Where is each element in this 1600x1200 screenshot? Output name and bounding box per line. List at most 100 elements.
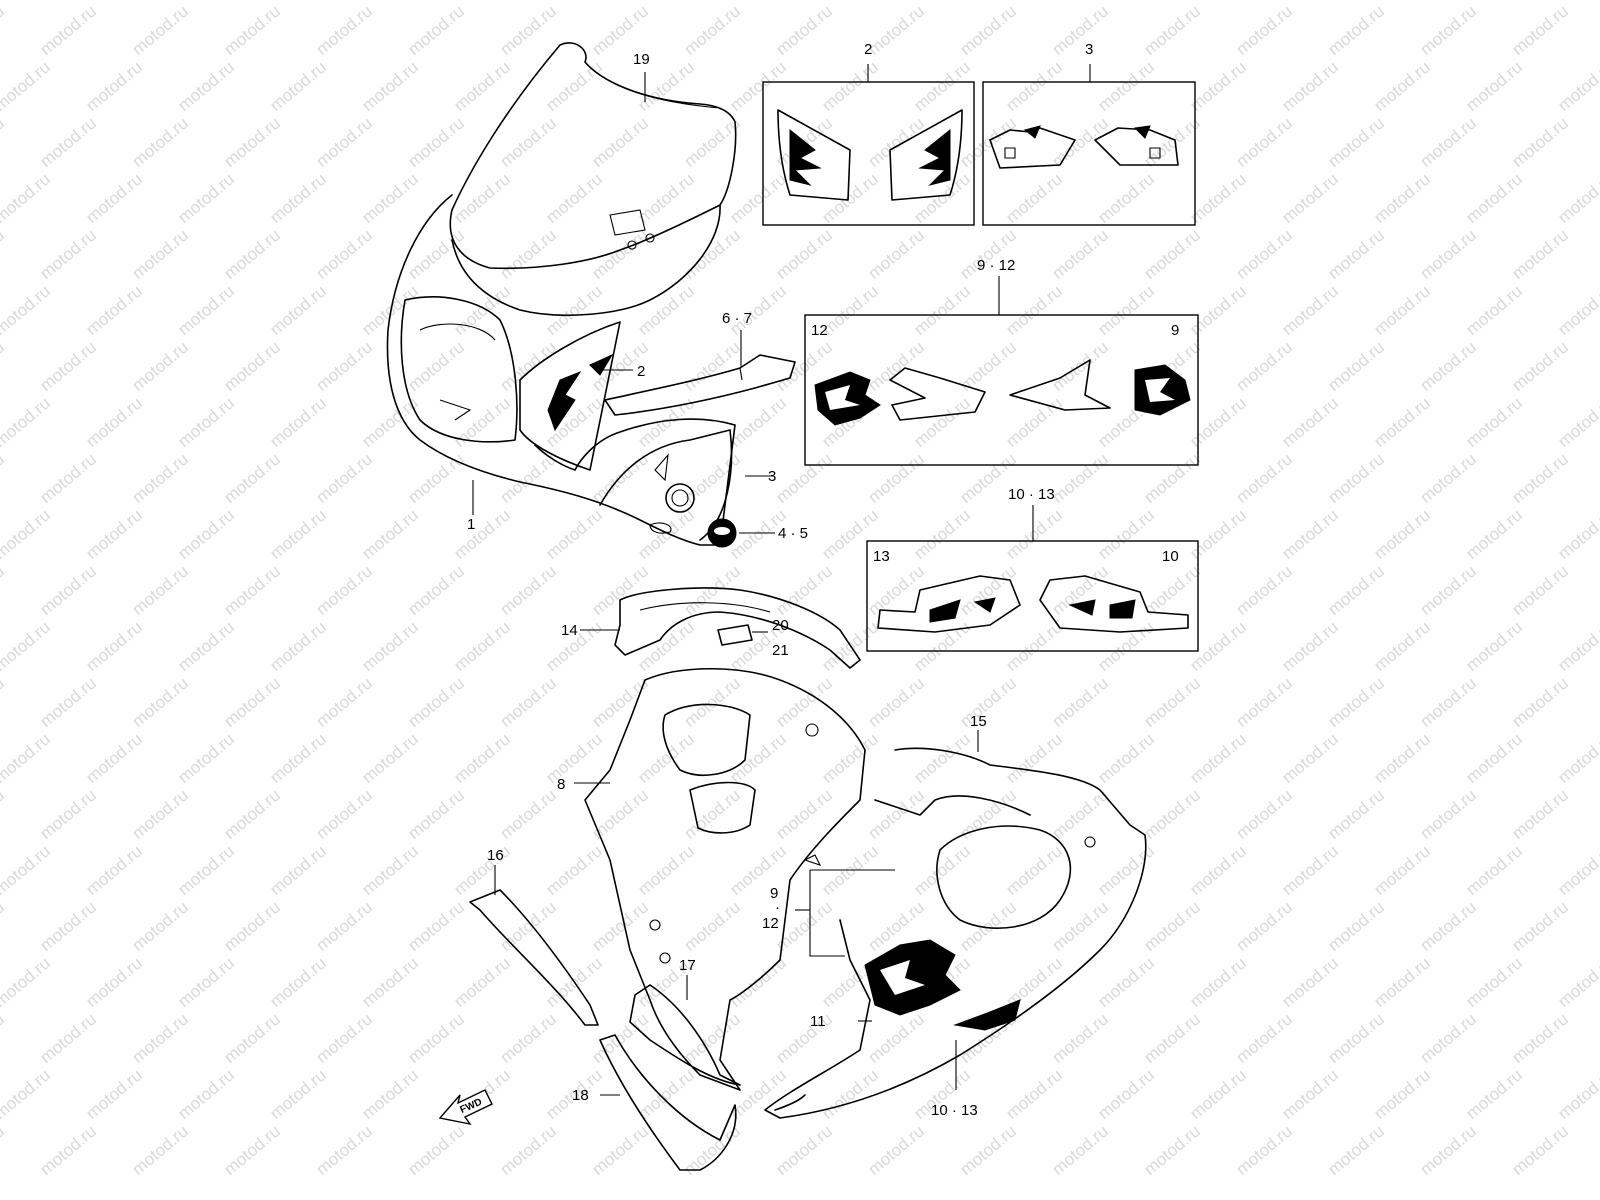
watermark-text: motod.ru xyxy=(36,1,100,59)
watermark-text: motod.ru xyxy=(496,785,560,843)
watermark-text: motod.ru xyxy=(220,897,284,955)
watermark-text: motod.ru xyxy=(1370,393,1434,451)
watermark-text: motod.ru xyxy=(450,617,514,675)
cowl-fastener xyxy=(707,518,737,548)
watermark-text: motod.ru xyxy=(1324,785,1388,843)
watermark-text: motod.ru xyxy=(1370,57,1434,115)
watermark-text: motod.ru xyxy=(1002,57,1066,115)
watermark-text: motod.ru xyxy=(1232,113,1296,171)
watermark-text: motod.ru xyxy=(450,57,514,115)
watermark-text: motod.ru xyxy=(0,1065,54,1123)
watermark-text: motod.ru xyxy=(1370,729,1434,787)
watermark-text: motod.ru xyxy=(1462,0,1526,3)
watermark-text: motod.ru xyxy=(1324,337,1388,395)
watermark-text: motod.ru xyxy=(312,449,376,507)
watermark-text: motod.ru xyxy=(1002,1065,1066,1123)
watermark-text: motod.ru xyxy=(1048,1,1112,59)
watermark-text: motod.ru xyxy=(496,337,560,395)
watermark-text: motod.ru xyxy=(772,225,836,283)
watermark-text: motod.ru xyxy=(864,673,928,731)
watermark-text: motod.ru xyxy=(1232,225,1296,283)
watermark-text: motod.ru xyxy=(910,393,974,451)
watermark-text: motod.ru xyxy=(772,561,836,619)
watermark-text: motod.ru xyxy=(312,337,376,395)
watermark-text: motod.ru xyxy=(1232,449,1296,507)
watermark-text: motod.ru xyxy=(1232,1121,1296,1179)
watermark-text: motod.ru xyxy=(1278,505,1342,563)
watermark-text: motod.ru xyxy=(174,57,238,115)
callout-1: 1 xyxy=(467,516,475,533)
watermark-text: motod.ru xyxy=(1416,673,1480,731)
callout-dot: · xyxy=(775,899,780,916)
watermark-text: motod.ru xyxy=(312,785,376,843)
watermark-text: motod.ru xyxy=(1554,281,1600,339)
watermark-text: motod.ru xyxy=(36,113,100,171)
watermark-text: motod.ru xyxy=(1186,393,1250,451)
watermark-text: motod.ru xyxy=(220,113,284,171)
fwd-arrow-icon: FWD xyxy=(438,1089,493,1126)
watermark-text: motod.ru xyxy=(1186,281,1250,339)
watermark-text: motod.ru xyxy=(0,561,8,619)
watermark-text: motod.ru xyxy=(82,393,146,451)
watermark-text: motod.ru xyxy=(1462,393,1526,451)
watermark-text: motod.ru xyxy=(82,57,146,115)
watermark-text: motod.ru xyxy=(956,1,1020,59)
watermark-text: motod.ru xyxy=(1186,841,1250,899)
callout-18: 18 xyxy=(572,1087,589,1104)
watermark-text: motod.ru xyxy=(36,561,100,619)
watermark-text: motod.ru xyxy=(1048,1009,1112,1067)
watermark-text: motod.ru xyxy=(1554,393,1600,451)
watermark-text: motod.ru xyxy=(1416,561,1480,619)
watermark-text: motod.ru xyxy=(1508,113,1572,171)
watermark-text: motod.ru xyxy=(0,393,54,451)
side-cover-16 xyxy=(469,889,599,1026)
watermark-text: motod.ru xyxy=(404,785,468,843)
inner-panel xyxy=(614,587,861,669)
watermark-text: motod.ru xyxy=(910,617,974,675)
watermark-text: motod.ru xyxy=(726,841,790,899)
watermark-text: motod.ru xyxy=(680,225,744,283)
watermark-text: motod.ru xyxy=(864,1009,928,1067)
watermark-text: motod.ru xyxy=(864,337,928,395)
watermark-text: motod.ru xyxy=(1554,841,1600,899)
watermark-text: motod.ru xyxy=(174,169,238,227)
watermark-text: motod.ru xyxy=(864,449,928,507)
watermark-text: motod.ru xyxy=(266,617,330,675)
watermark-text: motod.ru xyxy=(1324,1009,1388,1067)
watermark-text: motod.ru xyxy=(1278,169,1342,227)
watermark-text: motod.ru xyxy=(0,841,54,899)
watermark-text: motod.ru xyxy=(1140,897,1204,955)
watermark-text: motod.ru xyxy=(1370,841,1434,899)
watermark-text: motod.ru xyxy=(1232,897,1296,955)
watermark-text: motod.ru xyxy=(1324,673,1388,731)
watermark-text: motod.ru xyxy=(1416,337,1480,395)
watermark-text: motod.ru xyxy=(0,505,54,563)
watermark-text: motod.ru xyxy=(1140,449,1204,507)
watermark-text: motod.ru xyxy=(128,449,192,507)
decal-box-2 xyxy=(762,81,975,226)
watermark-text: motod.ru xyxy=(956,113,1020,171)
watermark-text: motod.ru xyxy=(0,57,54,115)
watermark-text: motod.ru xyxy=(1554,953,1600,1011)
watermark-text: motod.ru xyxy=(680,449,744,507)
watermark-text: motod.ru xyxy=(1416,1,1480,59)
callout-2-box: 2 xyxy=(864,41,872,58)
watermark-text: motod.ru xyxy=(266,953,330,1011)
watermark-text: motod.ru xyxy=(220,225,284,283)
watermark-text: motod.ru xyxy=(1554,169,1600,227)
watermark-text: motod.ru xyxy=(450,0,514,3)
watermark-text: motod.ru xyxy=(956,1121,1020,1179)
watermark-text: motod.ru xyxy=(726,953,790,1011)
watermark-text: motod.ru xyxy=(82,505,146,563)
watermark-text: motod.ru xyxy=(1232,561,1296,619)
watermark-text: motod.ru xyxy=(128,673,192,731)
watermark-text: motod.ru xyxy=(266,505,330,563)
watermark-text: motod.ru xyxy=(1416,785,1480,843)
watermark-text: motod.ru xyxy=(1048,673,1112,731)
watermark-text: motod.ru xyxy=(1462,281,1526,339)
watermark-text: motod.ru xyxy=(1278,281,1342,339)
watermark-text: motod.ru xyxy=(0,1121,8,1179)
watermark-text: motod.ru xyxy=(1324,449,1388,507)
watermark-text: motod.ru xyxy=(1094,57,1158,115)
watermark-text: motod.ru xyxy=(128,337,192,395)
